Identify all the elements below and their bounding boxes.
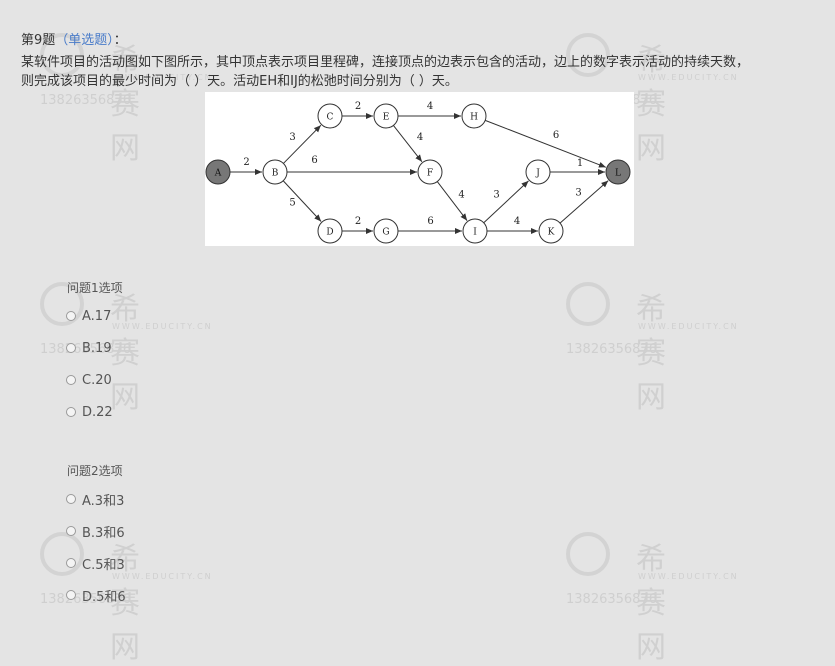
node-J bbox=[525, 159, 551, 185]
radio-button[interactable] bbox=[66, 311, 76, 321]
question-colon: ： bbox=[113, 33, 127, 48]
node-A bbox=[205, 159, 231, 185]
edge-F-I bbox=[436, 181, 468, 221]
question-text-line: 某软件项目的活动图如下图所示，其中顶点表示项目里程碑，连接顶点的边表示包含的活动… bbox=[21, 55, 750, 70]
edge-weight-J-L: 1 bbox=[577, 158, 583, 169]
edge-weight-A-B: 2 bbox=[243, 157, 249, 168]
node-H bbox=[461, 103, 487, 129]
radio-button[interactable] bbox=[66, 343, 76, 353]
node-label-B: B bbox=[272, 169, 279, 179]
node-E bbox=[373, 103, 399, 129]
edge-weight-I-J: 3 bbox=[493, 190, 499, 201]
node-C bbox=[317, 103, 343, 129]
node-label-G: G bbox=[382, 228, 389, 238]
option-label: D.5和6 bbox=[82, 589, 126, 605]
question-text-line: 则完成该项目的最少时间为（ ）天。活动EH和IJ的松弛时间分别为（ ）天。 bbox=[21, 74, 458, 89]
question-number: 第9题 bbox=[21, 33, 56, 48]
q1-option-c[interactable]: C.20 bbox=[66, 371, 112, 389]
radio-button[interactable] bbox=[66, 590, 76, 600]
question2-options-title: 问题2选项 bbox=[67, 464, 123, 478]
node-G bbox=[373, 218, 399, 244]
node-label-E: E bbox=[383, 113, 390, 123]
node-label-C: C bbox=[327, 113, 334, 123]
edge-weight-B-C: 3 bbox=[289, 132, 295, 143]
q2-option-a[interactable]: A.3和3 bbox=[66, 490, 125, 509]
node-B bbox=[262, 159, 288, 185]
activity-network-svg: 2 3 6 5 2 4 4 6 4 2 6 3 4 1 3 A B C D E F G H I J K L bbox=[205, 101, 631, 244]
radio-button[interactable] bbox=[66, 375, 76, 385]
question1-options-title: 问题1选项 bbox=[67, 281, 123, 295]
watermark-logo-icon bbox=[566, 532, 610, 576]
node-label-F: F bbox=[427, 169, 433, 179]
watermark-brand: 希赛网 bbox=[636, 292, 668, 415]
edge-K-L bbox=[559, 180, 609, 224]
question-header: 第9题（单选题）： bbox=[21, 29, 127, 48]
watermark-brand: 希赛网 bbox=[110, 292, 142, 415]
option-label: B.3和6 bbox=[82, 525, 125, 541]
watermark-site: WWW.EDUCITY.CN bbox=[638, 572, 739, 581]
edge-weight-F-I: 4 bbox=[458, 190, 464, 201]
q1-option-d[interactable]: D.22 bbox=[66, 403, 113, 421]
watermark-site: WWW.EDUCITY.CN bbox=[112, 572, 213, 581]
edge-H-L bbox=[485, 119, 607, 168]
radio-button[interactable] bbox=[66, 558, 76, 568]
node-I bbox=[462, 218, 488, 244]
node-label-K: K bbox=[548, 228, 555, 238]
edge-weight-G-I: 6 bbox=[427, 216, 433, 227]
option-label: A.17 bbox=[82, 308, 112, 324]
edge-B-D bbox=[282, 180, 322, 222]
option-label: B.19 bbox=[82, 340, 112, 356]
node-K bbox=[538, 218, 564, 244]
edge-weight-B-D: 5 bbox=[289, 198, 295, 209]
q1-option-b[interactable]: B.19 bbox=[66, 339, 112, 357]
watermark-phone: 13826356876 bbox=[566, 342, 657, 357]
activity-diagram: 2 3 6 5 2 4 4 6 4 2 6 3 4 1 3 A B C D E F G H I J K L bbox=[205, 92, 634, 246]
edge-B-C bbox=[283, 124, 322, 164]
q2-option-b[interactable]: B.3和6 bbox=[66, 522, 125, 541]
q1-option-a[interactable]: A.17 bbox=[66, 307, 111, 325]
edge-weight-E-F: 4 bbox=[417, 132, 423, 143]
edge-weight-B-F: 6 bbox=[311, 155, 317, 166]
question-type: （单选题） bbox=[55, 33, 114, 48]
radio-button[interactable] bbox=[66, 407, 76, 417]
edge-I-J bbox=[483, 180, 529, 224]
edge-weight-H-L: 6 bbox=[553, 130, 559, 141]
option-label: A.3和3 bbox=[82, 493, 125, 509]
question-text: 某软件项目的活动图如下图所示，其中顶点表示项目里程碑，连接顶点的边表示包含的活动… bbox=[21, 53, 821, 91]
node-label-D: D bbox=[326, 228, 333, 238]
node-label-A: A bbox=[214, 169, 222, 179]
watermark-brand: 希赛网 bbox=[636, 542, 668, 665]
node-label-J: J bbox=[535, 169, 540, 179]
radio-button[interactable] bbox=[66, 494, 76, 504]
edge-weight-I-K: 4 bbox=[514, 216, 520, 227]
q2-option-d[interactable]: D.5和6 bbox=[66, 586, 126, 605]
q2-option-c[interactable]: C.5和3 bbox=[66, 554, 125, 573]
radio-button[interactable] bbox=[66, 526, 76, 536]
node-label-H: H bbox=[470, 113, 478, 123]
watermark-site: WWW.EDUCITY.CN bbox=[112, 322, 213, 331]
edge-weight-D-G: 2 bbox=[355, 216, 361, 227]
node-D bbox=[317, 218, 343, 244]
option-label: D.22 bbox=[82, 404, 113, 420]
node-label-L: L bbox=[615, 169, 621, 179]
node-F bbox=[417, 159, 443, 185]
option-label: C.20 bbox=[82, 372, 112, 388]
edge-weight-K-L: 3 bbox=[575, 188, 581, 199]
edge-E-F bbox=[393, 125, 423, 163]
watermark-logo-icon bbox=[566, 282, 610, 326]
watermark-phone: 13826356876 bbox=[566, 592, 657, 607]
edge-weight-E-H: 4 bbox=[427, 101, 433, 112]
edge-weight-C-E: 2 bbox=[355, 101, 361, 112]
watermark-phone: 13826356876 bbox=[40, 93, 131, 108]
node-L bbox=[605, 159, 631, 185]
option-label: C.5和3 bbox=[82, 557, 125, 573]
node-label-I: I bbox=[473, 228, 477, 238]
watermark-site: WWW.EDUCITY.CN bbox=[638, 322, 739, 331]
